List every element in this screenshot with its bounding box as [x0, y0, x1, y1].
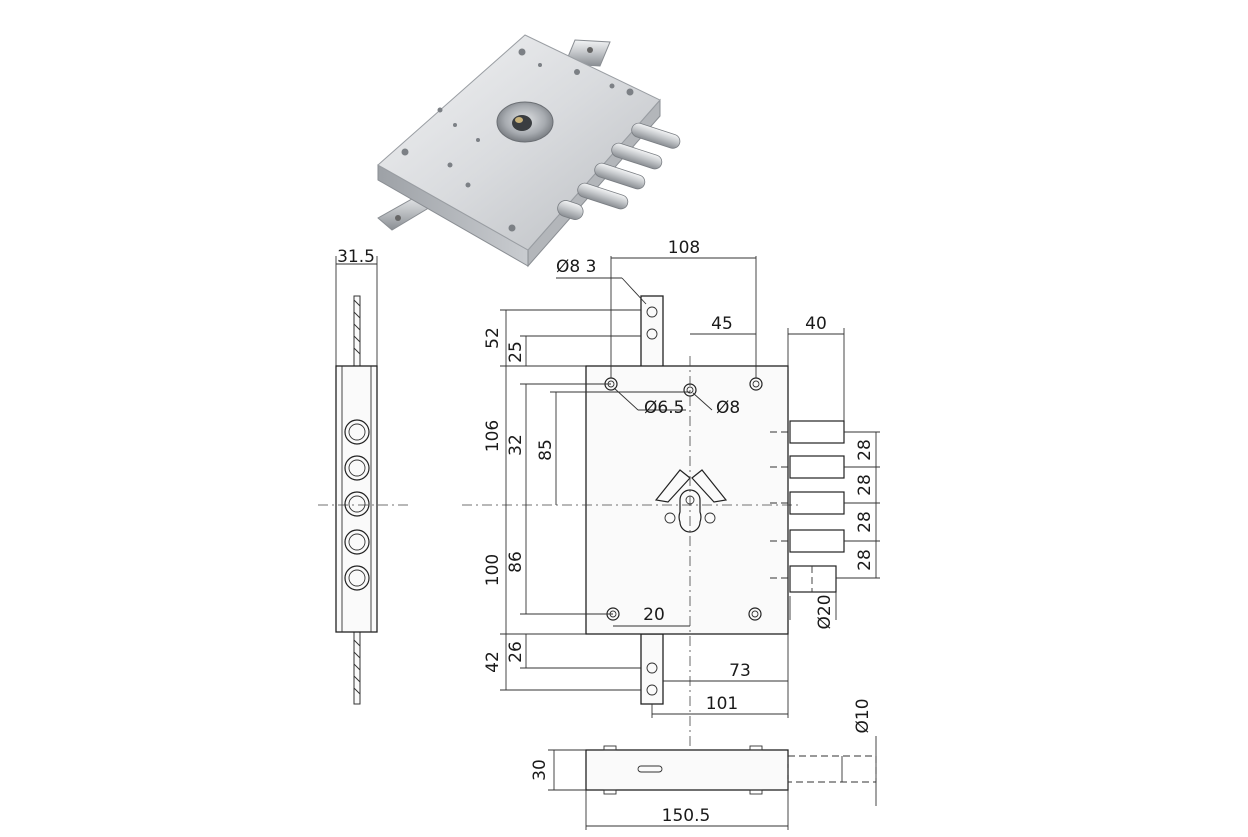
- dim-150-5: 150.5: [662, 806, 711, 826]
- dim-101: 101: [706, 694, 738, 714]
- bottom-view: Ø10 30 150.5: [530, 698, 877, 830]
- dim-phi-8: Ø8: [716, 398, 740, 418]
- dim-28-c: 28: [855, 511, 875, 533]
- dim-85: 85: [536, 439, 556, 461]
- bolt-end-icons: [344, 419, 370, 591]
- dim-40: 40: [805, 314, 827, 334]
- dim-31-5: 31.5: [337, 247, 375, 267]
- dim-28-b: 28: [855, 474, 875, 496]
- mortise-lock-photo: [377, 34, 681, 268]
- dim-20: 20: [643, 605, 665, 625]
- dim-28-d: 28: [855, 549, 875, 571]
- dim-phi-6-5: Ø6.5: [644, 398, 684, 418]
- dim-phi-20: Ø20: [815, 594, 835, 629]
- dim-45: 45: [711, 314, 733, 334]
- dim-42: 42: [483, 651, 503, 673]
- dim-26: 26: [506, 641, 526, 663]
- dim-25: 25: [506, 341, 526, 363]
- dim-86: 86: [506, 551, 526, 573]
- dim-30: 30: [530, 759, 550, 781]
- screw-icons: [401, 48, 634, 232]
- dim-phi-8-3: Ø8 3: [556, 257, 596, 277]
- dim-28-a: 28: [855, 439, 875, 461]
- dim-32: 32: [506, 434, 526, 456]
- side-view: 31.5: [318, 247, 410, 705]
- dim-108: 108: [668, 238, 700, 258]
- deadbolt-icons: [557, 122, 681, 220]
- front-view: 108 Ø8 3 45 40 52 25 Ø6.5 Ø8 106 32: [462, 238, 880, 750]
- dim-73: 73: [729, 661, 751, 681]
- dim-100: 100: [483, 554, 503, 586]
- dim-52: 52: [483, 327, 503, 349]
- dim-phi-10: Ø10: [853, 698, 873, 733]
- dim-106: 106: [483, 420, 503, 452]
